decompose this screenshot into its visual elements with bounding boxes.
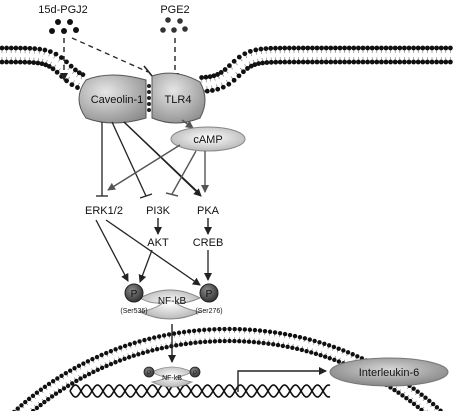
ligand-a-label: 15d-PGJ2 — [38, 4, 88, 16]
tlr4-to-camp-arrow — [181, 119, 194, 129]
pi3k-inhibit-bar — [165, 192, 179, 197]
akt-label: AKT — [147, 237, 169, 249]
phospho-symbol-right: P — [206, 289, 213, 300]
pi3k-label: PI3K — [146, 205, 171, 217]
akt-to-ser536-arrow — [138, 249, 153, 283]
nuclear-nfkb-label: NF-kB — [162, 375, 182, 382]
ligand-a-inhibits-tlr4 — [71, 37, 149, 73]
nuclear-phospho-left: P — [147, 371, 151, 377]
nuclear-nfkb: NF-kB P P — [143, 366, 201, 388]
caveolin-to-pka-arrow — [123, 121, 202, 197]
ligand-dots-a — [49, 19, 79, 34]
tlr4-receptor: TLR4 — [151, 72, 206, 124]
phospho-symbol-left: P — [131, 289, 138, 300]
caveolin-receptor: Caveolin-1 — [78, 74, 147, 124]
interleukin-6-node: Interleukin-6 — [329, 357, 449, 387]
camp-to-pi3k-inhibit — [171, 150, 197, 195]
erk-to-ser276-arrow — [105, 219, 201, 286]
creb-label: CREB — [193, 237, 224, 249]
erk-label: ERK1/2 — [85, 205, 123, 217]
nfkb-complex: NF-kB — [138, 289, 202, 320]
camp-to-erk-arrow — [107, 144, 181, 191]
interleukin-6-label: Interleukin-6 — [359, 367, 420, 379]
caveolin-label: Caveolin-1 — [91, 94, 144, 106]
receptor-linker — [147, 84, 151, 112]
camp-label: cAMP — [193, 134, 222, 146]
erk-to-ser536-arrow — [95, 219, 129, 282]
tlr4-label: TLR4 — [165, 94, 192, 106]
inhibit-bar — [143, 65, 153, 77]
ser276-label: (Ser276) — [195, 308, 222, 315]
ser536-label: (Ser536) — [120, 308, 147, 315]
camp-node: cAMP — [170, 126, 246, 152]
phospho-ser276: P (Ser276) — [195, 283, 223, 315]
transcription-arrow — [237, 367, 327, 392]
ligand-dots-b — [160, 17, 188, 33]
nfkb-label: NF-kB — [158, 296, 187, 307]
dna-helix — [69, 384, 331, 398]
pka-label: PKA — [197, 205, 220, 217]
plasma-membrane — [0, 45, 453, 94]
ligand-b-label: PGE2 — [160, 4, 189, 16]
nuclear-phospho-right: P — [193, 371, 197, 377]
phospho-ser536: P (Ser536) — [120, 283, 148, 315]
